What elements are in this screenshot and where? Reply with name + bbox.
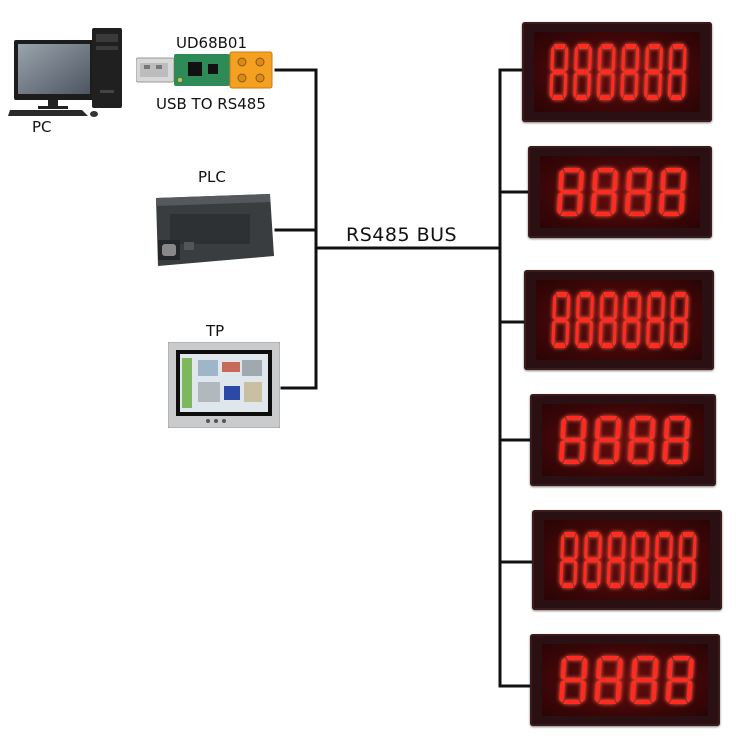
touch-panel-device — [167, 341, 281, 429]
plc-icon — [156, 194, 274, 266]
led-digit — [654, 532, 673, 588]
led-digit — [591, 168, 618, 216]
led-display-2 — [528, 146, 712, 238]
led-digits-3 — [551, 292, 689, 348]
led-digit — [559, 656, 588, 704]
led-digit — [646, 292, 665, 348]
led-digits-1 — [549, 44, 687, 100]
bus-label: RS485 BUS — [346, 224, 458, 246]
led-digit — [551, 292, 571, 348]
tp-label: TP — [206, 322, 225, 340]
led-digit — [659, 168, 686, 216]
led-digit — [677, 532, 697, 588]
led-digit — [630, 656, 659, 704]
led-digit — [559, 416, 587, 464]
led-digits-5 — [559, 532, 697, 588]
led-digit — [662, 416, 690, 464]
led-digit — [575, 292, 594, 348]
led-display-4 — [530, 394, 716, 486]
led-digit — [596, 44, 616, 100]
led-digit — [625, 168, 652, 216]
led-digit — [583, 532, 602, 588]
led-digit — [644, 44, 663, 100]
touch-panel-icon — [167, 341, 281, 429]
led-display-6 — [530, 634, 720, 726]
led-display-5 — [532, 510, 722, 610]
led-digit — [593, 416, 621, 464]
pc-label: PC — [32, 118, 52, 136]
led-digits-2 — [557, 168, 686, 216]
converter-model-label: UD68B01 — [176, 34, 247, 52]
led-digit — [620, 44, 640, 100]
led-digit — [549, 44, 569, 100]
plc-device — [150, 192, 278, 270]
led-display-1 — [522, 22, 712, 122]
usb-converter-icon — [135, 51, 273, 89]
led-digit — [669, 292, 689, 348]
led-display-3 — [524, 270, 714, 370]
led-digit — [667, 44, 687, 100]
led-digit — [598, 292, 618, 348]
plc-label: PLC — [198, 168, 226, 186]
led-digit — [594, 656, 623, 704]
led-digits-4 — [559, 416, 690, 464]
converter-desc-label: USB TO RS485 — [156, 95, 266, 113]
led-digit — [630, 532, 650, 588]
led-digit — [557, 168, 584, 216]
computer-icon — [8, 28, 122, 117]
usb-rs485-converter — [135, 50, 278, 90]
led-digit — [628, 416, 656, 464]
pc-device — [8, 28, 138, 120]
led-digit — [606, 532, 626, 588]
led-digits-6 — [559, 656, 694, 704]
led-digit — [665, 656, 694, 704]
led-digit — [573, 44, 592, 100]
led-digit — [559, 532, 579, 588]
led-digit — [622, 292, 642, 348]
